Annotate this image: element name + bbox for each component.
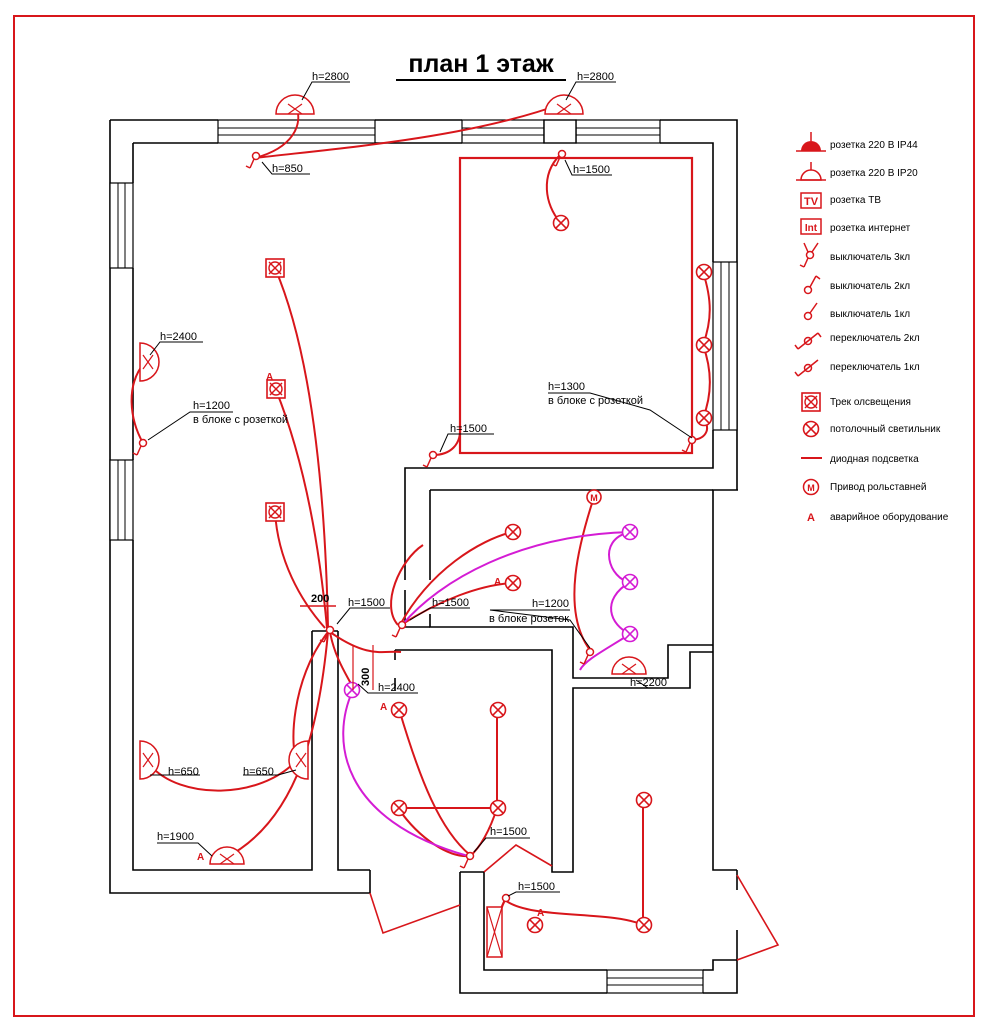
svg-text:выключатель 3кл: выключатель 3кл bbox=[830, 252, 910, 263]
svg-text:потолочный светильник: потолочный светильник bbox=[830, 424, 941, 435]
svg-text:h=2800: h=2800 bbox=[312, 71, 349, 83]
svg-text:аварийное оборудование: аварийное оборудование bbox=[830, 511, 949, 523]
svg-text:h=850: h=850 bbox=[272, 163, 303, 175]
shutter-drive-icon: M bbox=[802, 478, 820, 496]
svg-text:M: M bbox=[807, 483, 815, 493]
doors bbox=[369, 844, 780, 961]
switch-1-gang-icon bbox=[803, 302, 818, 321]
svg-text:A: A bbox=[380, 702, 387, 713]
svg-text:розетка интернет: розетка интернет bbox=[830, 223, 911, 234]
svg-text:h=1500: h=1500 bbox=[518, 881, 555, 893]
internet-socket-icon: Int bbox=[800, 218, 822, 235]
emergency-equipment-icon: A bbox=[807, 512, 815, 524]
svg-text:A: A bbox=[266, 372, 273, 383]
svg-text:розетка 220 В IP20: розетка 220 В IP20 bbox=[830, 168, 918, 179]
svg-text:h=1300: h=1300 bbox=[548, 381, 585, 393]
svg-text:h=1900: h=1900 bbox=[157, 831, 194, 843]
svg-text:розетка 220 В IP44: розетка 220 В IP44 bbox=[830, 140, 918, 151]
socket-ip20-icon bbox=[796, 162, 826, 181]
svg-text:h=2400: h=2400 bbox=[160, 331, 197, 343]
svg-text:переключатель 1кл: переключатель 1кл bbox=[830, 362, 920, 373]
switch-2-gang-icon bbox=[803, 275, 821, 295]
svg-text:h=1200: h=1200 bbox=[193, 400, 230, 412]
svg-text:выключатель 2кл: выключатель 2кл bbox=[830, 281, 910, 292]
svg-text:300: 300 bbox=[360, 668, 372, 686]
svg-text:диодная подсветка: диодная подсветка bbox=[830, 454, 919, 465]
svg-text:переключатель 2кл: переключатель 2кл bbox=[830, 333, 920, 344]
svg-text:Int: Int bbox=[805, 223, 818, 234]
led-contour bbox=[458, 156, 694, 455]
svg-text:в блоке розеток: в блоке розеток bbox=[489, 613, 569, 625]
socket-ip44-icon bbox=[796, 132, 826, 152]
symbols: M A A A A A bbox=[132, 94, 713, 958]
svg-text:h=650: h=650 bbox=[168, 766, 199, 778]
svg-text:h=1500: h=1500 bbox=[348, 597, 385, 609]
passthrough-switch-2-gang-icon bbox=[794, 332, 822, 350]
svg-text:Привод рольставней: Привод рольставней bbox=[830, 482, 926, 493]
svg-text:Трек олсвещения: Трек олсвещения bbox=[830, 397, 911, 408]
ceiling-light-icon bbox=[802, 420, 820, 438]
svg-text:h=2400: h=2400 bbox=[378, 682, 415, 694]
walls bbox=[109, 119, 738, 994]
svg-text:A: A bbox=[537, 908, 544, 919]
height-labels: h=2800 h=2800 h=850 h=1500 h=2400 h=1200… bbox=[157, 71, 667, 893]
svg-text:A: A bbox=[197, 852, 204, 863]
svg-text:h=650: h=650 bbox=[243, 766, 274, 778]
svg-text:в блоке с розеткой: в блоке с розеткой bbox=[193, 414, 288, 426]
svg-text:A: A bbox=[494, 577, 501, 588]
tv-socket-icon: TV bbox=[800, 192, 822, 209]
svg-text:200: 200 bbox=[311, 593, 329, 605]
svg-text:в блоке с розеткой: в блоке с розеткой bbox=[548, 395, 643, 407]
svg-text:h=2200: h=2200 bbox=[630, 677, 667, 689]
svg-text:h=1500: h=1500 bbox=[432, 597, 469, 609]
leader-lines bbox=[147, 81, 693, 897]
legend: розетка 220 В IP44 розетка 220 В IP20 TV… bbox=[794, 132, 949, 524]
svg-text:выключатель 1кл: выключатель 1кл bbox=[830, 309, 910, 320]
svg-text:h=1500: h=1500 bbox=[573, 164, 610, 176]
svg-text:h=2800: h=2800 bbox=[577, 71, 614, 83]
svg-text:h=1200: h=1200 bbox=[532, 598, 569, 610]
svg-text:h=1500: h=1500 bbox=[450, 423, 487, 435]
light-track-icon bbox=[801, 392, 821, 412]
svg-text:розетка ТВ: розетка ТВ bbox=[830, 195, 881, 206]
svg-text:TV: TV bbox=[804, 196, 819, 208]
drawing-frame bbox=[13, 15, 975, 1017]
switch-3-gang-icon bbox=[799, 242, 819, 268]
plan-title: план 1 этаж bbox=[408, 50, 553, 78]
svg-text:M: M bbox=[590, 493, 598, 503]
passthrough-switch-1-gang-icon bbox=[794, 359, 819, 377]
svg-text:h=1500: h=1500 bbox=[490, 826, 527, 838]
svg-text:A: A bbox=[807, 512, 815, 524]
